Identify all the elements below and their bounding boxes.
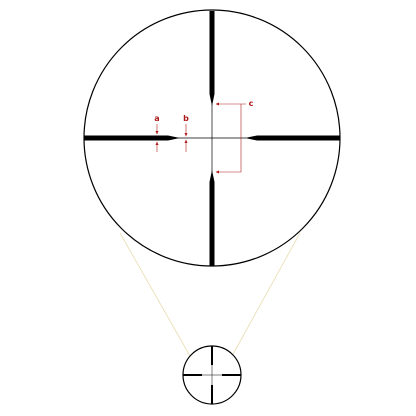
post-left bbox=[84, 135, 180, 141]
post-right bbox=[245, 135, 340, 141]
projection-line-left bbox=[119, 232, 191, 357]
large-reticle bbox=[83, 9, 341, 267]
label-b: b bbox=[183, 114, 189, 123]
projection-line-right bbox=[231, 232, 301, 357]
dimension-a-arrowhead-top bbox=[155, 131, 159, 135]
dimension-c-arrowhead-bottom bbox=[215, 170, 219, 174]
dimension-c: c bbox=[215, 99, 254, 174]
label-c: c bbox=[249, 99, 254, 108]
dimension-b-arrowhead-top bbox=[184, 133, 188, 137]
dimension-b: b bbox=[183, 114, 189, 152]
dimension-b-arrowhead-bottom bbox=[184, 139, 188, 143]
dimension-c-arrowhead-top bbox=[215, 102, 219, 106]
label-a: a bbox=[154, 114, 159, 123]
post-bottom bbox=[209, 170, 215, 266]
small-reticle bbox=[182, 345, 242, 405]
dimension-a-arrowhead-bottom bbox=[155, 141, 159, 145]
post-top bbox=[209, 11, 215, 106]
projection-lines bbox=[119, 232, 301, 357]
dimension-a: a bbox=[154, 114, 160, 152]
